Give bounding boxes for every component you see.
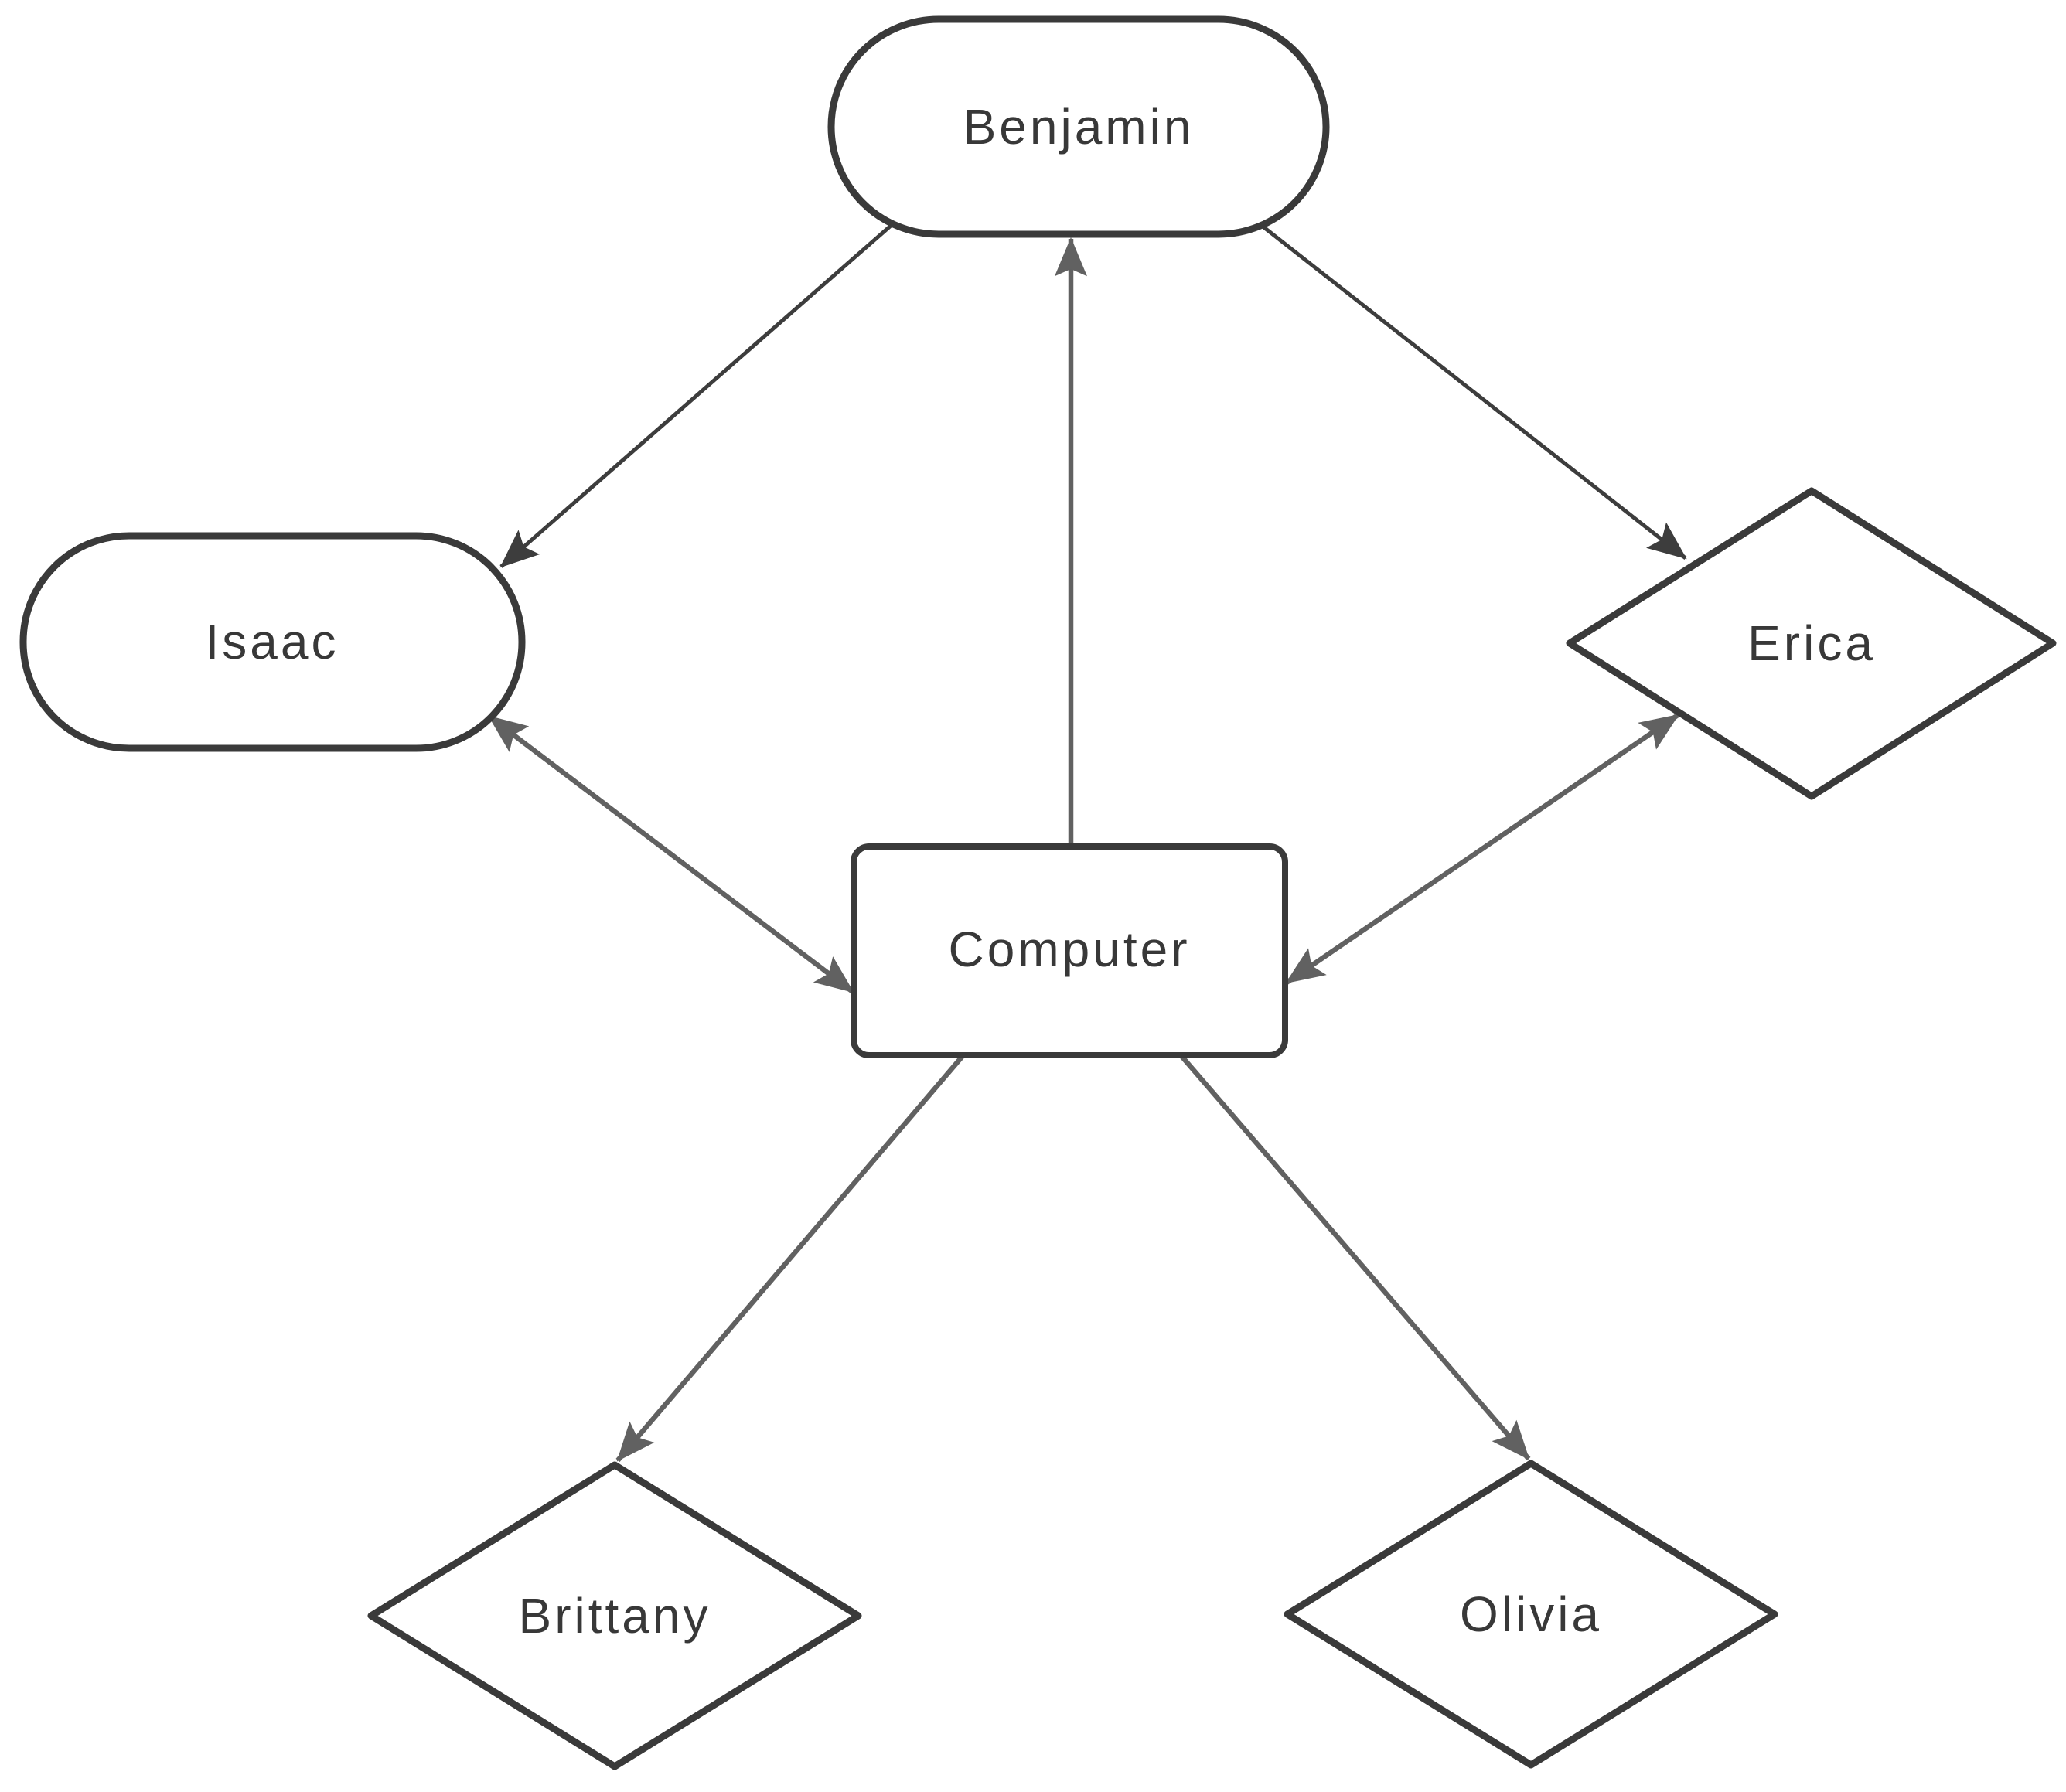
brittany-label: Brittany <box>519 1588 711 1644</box>
isaac-label: Isaac <box>206 614 339 669</box>
computer-rectangle-shape <box>851 843 1288 1058</box>
edge-benjamin-to-erica <box>1260 224 1687 560</box>
node-isaac: Isaac <box>19 532 526 752</box>
erica-diamond-shape <box>1566 487 2057 800</box>
node-brittany: Brittany <box>367 1461 862 1770</box>
edge-computer-to-brittany <box>615 1054 965 1463</box>
benjamin-stadium-shape <box>827 15 1330 238</box>
olivia-diamond-shape <box>1284 1460 1778 1769</box>
edge-isaac-computer-bidirectional <box>488 714 854 994</box>
edge-computer-to-olivia <box>1179 1054 1531 1461</box>
isaac-stadium-shape <box>19 532 526 752</box>
erica-label: Erica <box>1747 615 1876 671</box>
node-olivia: Olivia <box>1284 1460 1778 1769</box>
node-layer: Benjamin Isaac Erica Computer Brittany O… <box>19 15 2057 1770</box>
edge-computer-erica-bidirectional <box>1285 713 1679 985</box>
node-benjamin: Benjamin <box>827 15 1330 238</box>
brittany-diamond-shape <box>367 1461 862 1770</box>
edge-benjamin-to-isaac <box>499 224 892 568</box>
edge-layer <box>488 224 1687 1463</box>
node-computer: Computer <box>851 843 1288 1058</box>
node-erica: Erica <box>1566 487 2057 800</box>
olivia-label: Olivia <box>1460 1586 1602 1642</box>
computer-label: Computer <box>949 922 1191 977</box>
benjamin-label: Benjamin <box>963 99 1195 155</box>
